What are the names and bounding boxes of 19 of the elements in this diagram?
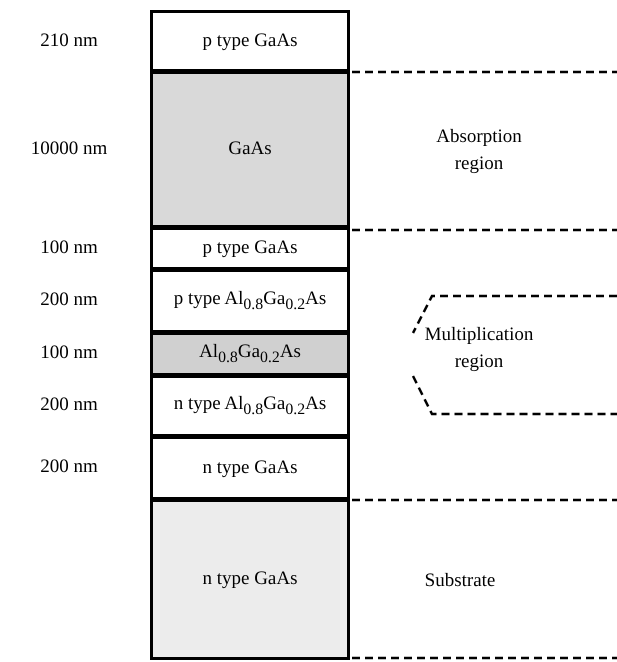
layer-label: Al$_{0.8}$Ga$_{0.2}$As <box>199 340 301 367</box>
layer-label: n type GaAs <box>202 568 298 590</box>
thickness-label: 100 nm <box>39 342 99 364</box>
thickness-label: 210 nm <box>39 30 99 52</box>
thickness-label: 200 nm <box>39 456 99 478</box>
layer-label: n type Al$_{0.8}$Ga$_{0.2}$As <box>174 392 326 419</box>
thickness-label: 200 nm <box>39 289 99 311</box>
thickness-label: 10000 nm <box>30 138 108 160</box>
region-label: Multiplication region <box>424 323 534 374</box>
layer-label: p type Al$_{0.8}$Ga$_{0.2}$As <box>174 288 326 314</box>
thickness-label: 200 nm <box>39 394 99 416</box>
region-label: Substrate <box>424 569 496 593</box>
region-label: Absorption region <box>435 125 523 176</box>
layer-label: p type GaAs <box>202 237 298 260</box>
layer-label: GaAs <box>228 138 272 160</box>
layer-label: n type GaAs <box>202 456 298 479</box>
thickness-label: 100 nm <box>39 236 99 258</box>
layer <box>150 498 350 660</box>
layer-label: p type GaAs <box>202 30 298 52</box>
